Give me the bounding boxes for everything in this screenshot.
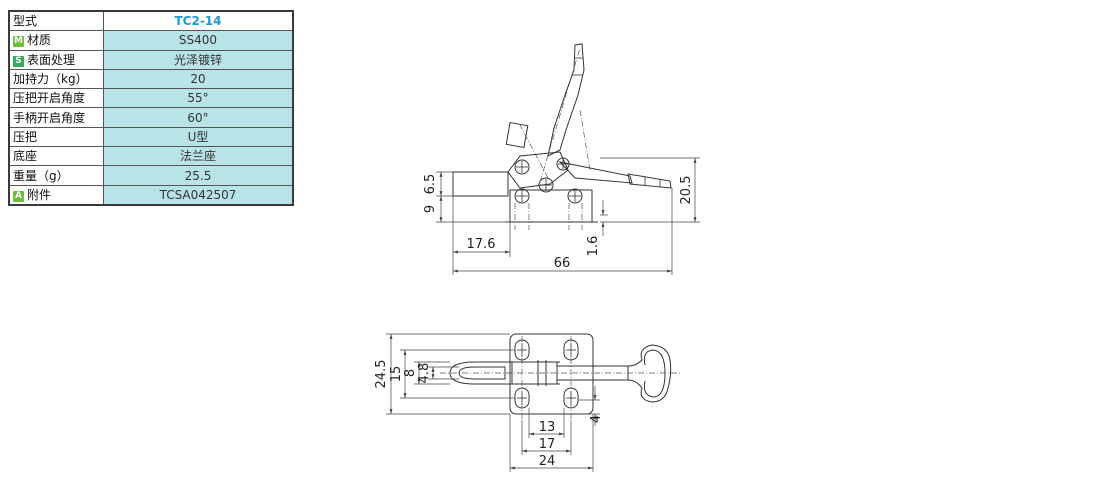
- spec-value-base: 法兰座: [103, 146, 294, 167]
- spec-row-handle-angle: 手柄开启角度 60°: [8, 107, 294, 128]
- spec-label-accessory: 附件: [27, 187, 52, 202]
- dim-label-13: 13: [539, 420, 556, 435]
- side-handle-grip: [627, 173, 672, 189]
- top-base-plate: [509, 333, 594, 415]
- accessory-badge-icon: A: [13, 190, 24, 202]
- spec-value-handle-angle: 60°: [103, 107, 294, 128]
- spec-label-handle-angle: 手柄开启角度: [8, 107, 104, 128]
- dim-label-66: 66: [554, 256, 571, 271]
- spec-label-clamp-angle: 压把开启角度: [8, 88, 104, 109]
- side-spindle-block: [452, 171, 509, 197]
- spec-value-clamp-angle: 55°: [103, 88, 294, 109]
- spec-label-surface: 表面处理: [27, 52, 76, 67]
- spec-value-material: SS400: [103, 30, 294, 51]
- spec-label-force: 加持力（kg）: [8, 68, 104, 90]
- dim-label-15: 15: [389, 366, 404, 383]
- top-clamp-arm-outer: [449, 361, 560, 385]
- spec-row-base: 底座 法兰座: [8, 146, 294, 167]
- spec-row-force: 加持力（kg） 20: [8, 68, 294, 90]
- spec-label-clamp-arm: 压把: [8, 126, 104, 148]
- dim-label-24-5: 24.5: [374, 360, 389, 389]
- dim-label-20-5: 20.5: [679, 176, 694, 205]
- top-view: 24.5 15 8 4.8 13 17 24: [374, 333, 680, 472]
- side-clamp-arm: [507, 151, 569, 189]
- dim-label-9: 9: [423, 205, 438, 213]
- dim-label-4: 4: [589, 415, 604, 423]
- dim-label-1-6: 1.6: [586, 236, 601, 257]
- spec-row-clamp-angle: 压把开启角度 55°: [8, 88, 294, 109]
- spec-label-material: 材质: [27, 33, 52, 48]
- spec-value-accessory: TCSA042507: [103, 184, 294, 206]
- surface-badge-icon: S: [13, 55, 24, 67]
- spec-label-weight: 重量（g）: [8, 165, 104, 186]
- side-arm-block: [505, 122, 529, 148]
- dim-label-24: 24: [539, 454, 556, 469]
- spec-row-weight: 重量（g） 25.5: [8, 165, 294, 186]
- dim-label-6-5: 6.5: [423, 174, 438, 195]
- dim-label-17: 17: [539, 437, 556, 452]
- dim-label-17-6: 17.6: [467, 237, 496, 252]
- dim-label-8: 8: [403, 369, 418, 377]
- top-handle-ring: [627, 344, 672, 403]
- dim-label-4-8: 4.8: [417, 363, 432, 384]
- spec-label-model: 型式: [8, 10, 104, 32]
- side-link: [558, 161, 633, 184]
- side-view: 6.5 9 20.5 1.6 17.6 66: [423, 43, 700, 275]
- spec-label-base: 底座: [8, 146, 104, 167]
- side-handle: [547, 43, 585, 157]
- material-badge-icon: M: [13, 36, 24, 48]
- spec-value-weight: 25.5: [103, 165, 294, 186]
- spec-value-surface: 光泽镀锌: [103, 49, 294, 70]
